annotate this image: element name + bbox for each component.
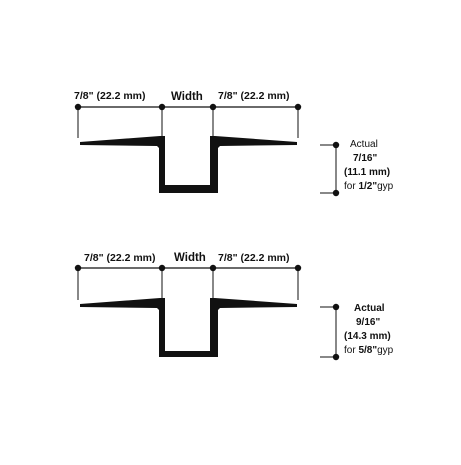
dimension-extension-lines bbox=[77, 107, 299, 138]
left-flange-dimension: 7/8" (22.2 mm) bbox=[84, 252, 156, 264]
actual-label: Actual bbox=[350, 139, 378, 150]
depth-dimension bbox=[320, 144, 337, 194]
trim-profile bbox=[80, 298, 297, 357]
diagram-half-inch-gyp: 7/8" (22.2 mm) Width 7/8" (22.2 mm) Actu… bbox=[74, 90, 394, 197]
depth-dots bbox=[332, 303, 340, 361]
channel-width-label: Width bbox=[174, 252, 206, 264]
dimension-extension-lines bbox=[77, 268, 299, 300]
depth-fraction: 7/16" bbox=[353, 153, 377, 164]
depth-dimension bbox=[320, 306, 337, 358]
right-flange-dimension: 7/8" (22.2 mm) bbox=[218, 252, 290, 264]
depth-metric: (14.3 mm) bbox=[344, 331, 391, 342]
dimension-dots bbox=[74, 264, 302, 272]
channel-width-label: Width bbox=[171, 91, 203, 103]
right-flange-dimension: 7/8" (22.2 mm) bbox=[218, 90, 290, 102]
trim-profile bbox=[80, 136, 297, 193]
usage-note: for 1/2"gyp bbox=[344, 181, 394, 192]
left-flange-dimension: 7/8" (22.2 mm) bbox=[74, 90, 146, 102]
depth-dots bbox=[332, 141, 340, 197]
actual-label: Actual bbox=[354, 303, 385, 314]
diagram-five-eighths-gyp: 7/8" (22.2 mm) Width 7/8" (22.2 mm) Actu… bbox=[74, 252, 394, 361]
depth-fraction: 9/16" bbox=[356, 317, 380, 328]
depth-metric: (11.1 mm) bbox=[344, 167, 390, 178]
dimension-dots bbox=[74, 103, 302, 111]
usage-note: for 5/8"gyp bbox=[344, 345, 394, 356]
